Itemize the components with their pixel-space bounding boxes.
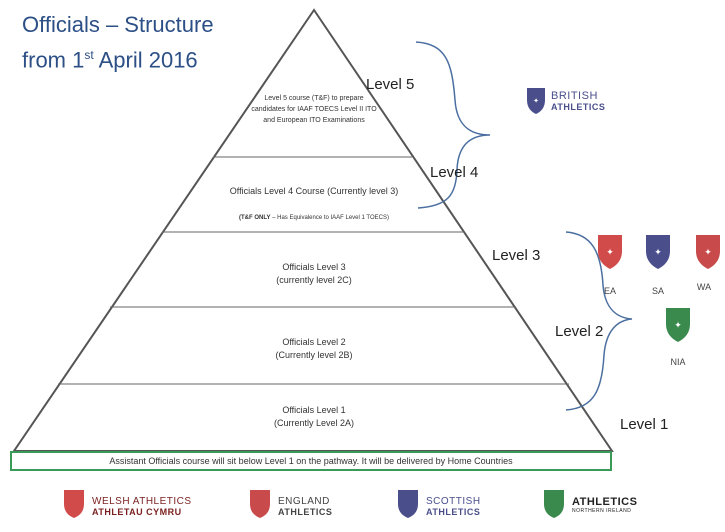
tier-level1-text: Officials Level 1 (Currently Level 2A) — [214, 404, 414, 430]
assistant-officials-note: Assistant Officials course will sit belo… — [10, 451, 612, 471]
svg-text:✦: ✦ — [606, 248, 614, 258]
page-title: Officials – Structure from 1st April 201… — [22, 10, 214, 75]
tier-level4-text: Officials Level 4 Course (Currently leve… — [229, 186, 399, 196]
tier-level2-line1: Officials Level 2 — [282, 337, 346, 347]
svg-text:✦: ✦ — [704, 248, 712, 258]
title-sup: st — [84, 48, 94, 62]
crest-icon: ✦ — [696, 235, 720, 269]
crest-icon — [398, 490, 418, 518]
athletics-ni-logo: ATHLETICS NORTHERN IRELAND — [572, 496, 637, 514]
tier-level2-text: Officials Level 2 (Currently level 2B) — [214, 336, 414, 362]
england-athletics-logo: ENGLAND ATHLETICS — [278, 496, 332, 517]
level-2-label: Level 2 — [555, 323, 604, 340]
british-athletics-logo: BRITISH ATHLETICS — [551, 90, 605, 112]
brace-icon — [565, 231, 633, 411]
tier-level4-note: (T&F ONLY – Has Equivalence to IAAF Leve… — [178, 215, 450, 221]
brace-icon — [415, 41, 491, 209]
level-3-label: Level 3 — [492, 247, 541, 264]
crest-icon — [250, 490, 270, 518]
crest-icon — [544, 490, 564, 518]
welsh-line1: WELSH ATHLETICS — [92, 496, 192, 507]
title-prefix: from 1 — [22, 47, 85, 73]
tier-level4-note-rest: – Has Equivalence to IAAF Level 1 TOECS) — [270, 215, 389, 221]
level-4-label: Level 4 — [430, 164, 479, 181]
crest-icon: ✦ — [646, 235, 670, 269]
svg-text:✦: ✦ — [654, 248, 662, 258]
title-line-1: Officials – Structure — [22, 12, 214, 37]
british-line2: ATHLETICS — [551, 102, 606, 112]
title-suffix: April 2016 — [93, 47, 198, 73]
crest-icon — [64, 490, 84, 518]
scottish-line1: SCOTTISH — [426, 496, 481, 507]
tier-level4-note-bold: (T&F ONLY — [239, 215, 271, 221]
tier-level1-line2: (Currently Level 2A) — [273, 418, 355, 428]
level-5-label: Level 5 — [366, 76, 415, 93]
tier-level3-text: Officials Level 3 (currently level 2C) — [214, 261, 414, 287]
tier-level5-text: Level 5 course (T&F) to prepare candidat… — [251, 95, 377, 124]
welsh-athletics-logo: WELSH ATHLETICS ATHLETAU CYMRU — [92, 496, 192, 517]
label-sa: SA — [651, 286, 664, 296]
ni-line2: NORTHERN IRELAND — [572, 508, 632, 514]
welsh-line2: ATHLETAU CYMRU — [92, 507, 182, 517]
tier-level3-line1: Officials Level 3 — [282, 262, 346, 272]
british-line1: BRITISH — [551, 90, 598, 102]
ni-line1: ATHLETICS — [572, 496, 638, 508]
scottish-line2: ATHLETICS — [426, 507, 481, 517]
scottish-athletics-logo: SCOTTISH ATHLETICS — [426, 496, 481, 517]
label-ea: EA — [603, 286, 616, 296]
svg-text:✦: ✦ — [674, 321, 682, 331]
england-line2: ATHLETICS — [278, 507, 333, 517]
pyramid-outline — [12, 8, 614, 452]
level-1-label: Level 1 — [620, 416, 669, 433]
tier-level3-line2: (currently level 2C) — [276, 275, 352, 285]
svg-text:✦: ✦ — [533, 97, 539, 105]
tier-level1-line1: Officials Level 1 — [282, 405, 346, 415]
label-nia: NIA — [670, 357, 686, 367]
england-line1: ENGLAND — [278, 496, 330, 507]
title-line-2: from 1st April 2016 — [22, 40, 214, 75]
label-wa: WA — [696, 282, 712, 292]
tier-level2-line2: (Currently level 2B) — [275, 350, 353, 360]
crest-icon: ✦ — [666, 308, 690, 342]
crest-icon: ✦ — [598, 235, 622, 269]
crest-icon: ✦ — [527, 88, 545, 114]
